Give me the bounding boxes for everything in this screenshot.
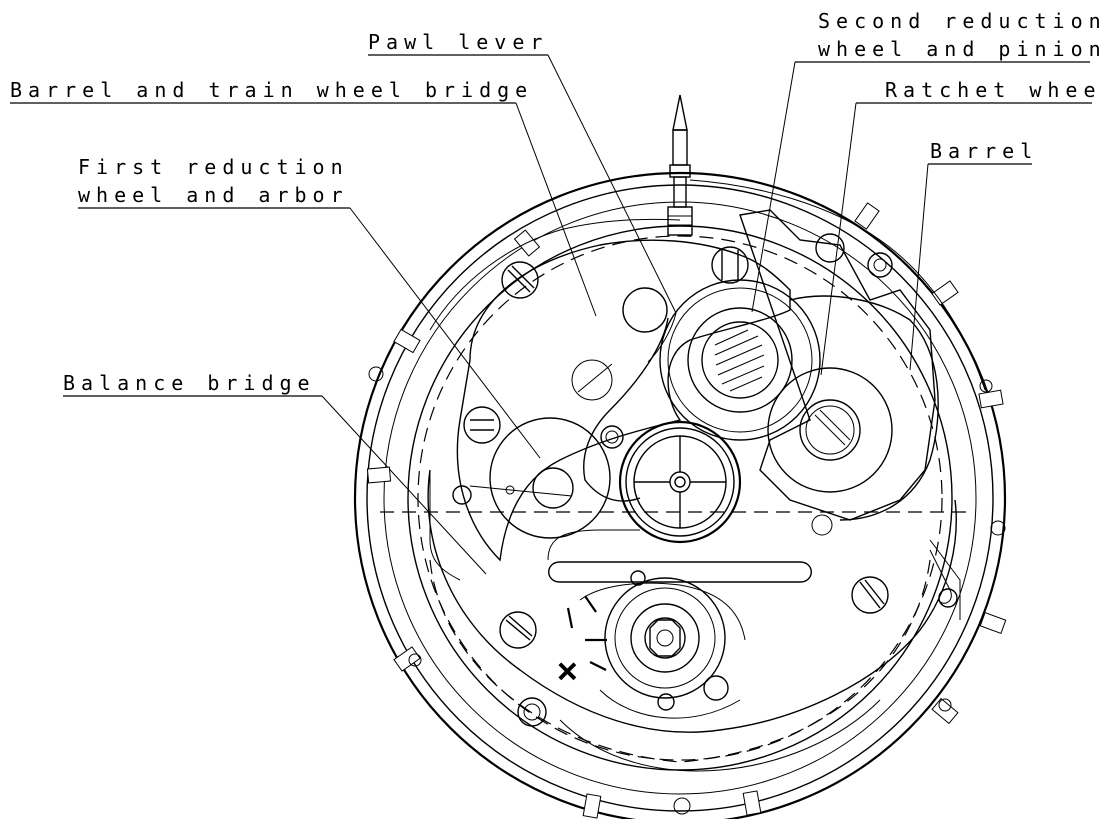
- case-pin-left: [368, 366, 384, 382]
- case-pin-lower-left: [408, 653, 422, 667]
- second-reduction-wheel: [659, 279, 821, 441]
- screw-left-small: [452, 485, 472, 505]
- right-bridge-outline: [739, 209, 936, 521]
- jewel-left: [600, 425, 624, 449]
- lower-dashed-arc: [429, 559, 931, 763]
- leader-ratchet-wheel: [820, 102, 857, 376]
- label-barrel: Barrel: [930, 139, 1038, 163]
- outer-case-ring: [353, 171, 1007, 819]
- left-plate-detail: [429, 470, 461, 581]
- case-pin-bottom: [673, 797, 691, 815]
- label-second-reduction-line2: wheel and pinion: [818, 37, 1102, 61]
- hole-upper: [622, 287, 668, 333]
- lower-bridge-sweep: [427, 469, 957, 733]
- slot-cutout: [548, 561, 812, 583]
- leader-barrel-bridge: [515, 102, 597, 317]
- label-first-reduction-line2: wheel and arbor: [78, 183, 349, 207]
- right-plate-detail: [929, 539, 961, 620]
- ratchet-wheel: [767, 367, 893, 493]
- screw-left: [463, 406, 501, 444]
- right-clip: [929, 549, 952, 604]
- first-reduction-wheel: [469, 417, 611, 539]
- label-ratchet-wheel: Ratchet wheel: [885, 78, 1102, 102]
- barrel-bridge-outline: [456, 239, 791, 562]
- hole-right-small: [811, 514, 833, 536]
- crown-stem: [667, 94, 693, 236]
- label-first-reduction-line1: First reduction: [78, 155, 349, 179]
- label-second-reduction-line1: Second reduction: [818, 9, 1102, 33]
- balance-wheel: [579, 570, 746, 719]
- leader-barrel: [909, 163, 929, 371]
- hole-mid: [571, 359, 613, 401]
- case-ring-2: [366, 184, 994, 812]
- screw-right-small: [938, 588, 958, 608]
- pawl-lever-shape: [583, 317, 669, 502]
- screw-lower-right: [851, 576, 889, 614]
- screw-upper-left: [501, 261, 539, 299]
- dial-ring-dashed: [417, 235, 943, 761]
- case-pin-right-mid: [990, 520, 1006, 536]
- screws: [452, 246, 958, 727]
- case-pin-right: [979, 379, 993, 393]
- leader-first-reduction: [349, 207, 541, 459]
- leader-lines: [321, 54, 929, 575]
- label-balance-bridge: Balance bridge: [63, 371, 316, 395]
- screw-top-center: [711, 246, 749, 284]
- case-pin-lower-right: [938, 698, 952, 712]
- screw-lower-bottom: [517, 697, 547, 727]
- center-wheel: [618, 420, 742, 544]
- upper-right-ring-detail: [689, 179, 986, 391]
- barrel-outline: [789, 295, 939, 521]
- screw-lower-left: [499, 611, 537, 649]
- lower-curve-detail: [559, 699, 881, 772]
- movement: +: [353, 94, 1007, 819]
- screw-ratchet-right: [867, 252, 893, 278]
- upper-left-plate-arc: [429, 218, 681, 331]
- label-barrel-bridge: Barrel and train wheel bridge: [10, 78, 533, 102]
- regulator-marks: +: [543, 595, 607, 695]
- hole-right-top: [815, 233, 845, 263]
- case-ring-3: [383, 201, 977, 795]
- leader-balance-bridge: [321, 395, 487, 575]
- case-notches: [366, 202, 1007, 819]
- regulator-plus-mark: +: [543, 647, 591, 695]
- label-pawl-lever: Pawl lever: [368, 30, 548, 54]
- labels: Second reduction wheel and pinion Pawl l…: [10, 9, 1102, 397]
- leader-pawl-lever: [547, 54, 677, 314]
